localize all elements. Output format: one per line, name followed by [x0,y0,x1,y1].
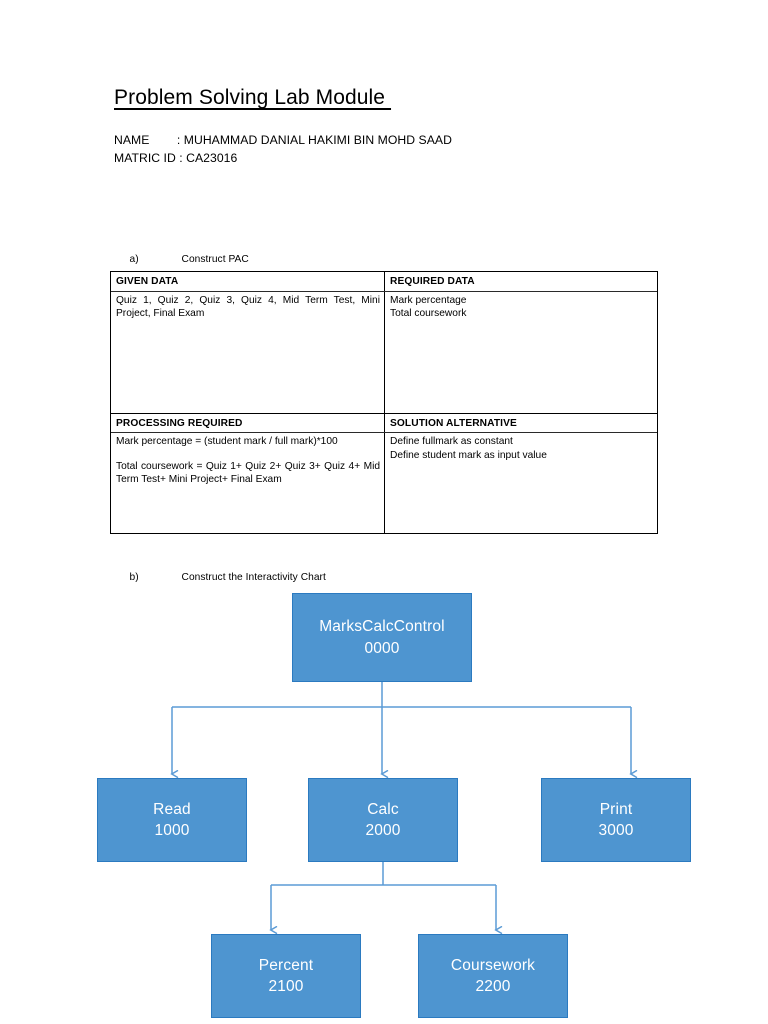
student-name-line: NAME : MUHAMMAD DANIAL HAKIMI BIN MOHD S… [114,133,452,147]
pac-header-required-data: REQUIRED DATA [390,276,475,287]
pac-header-row-top: GIVEN DATA REQUIRED DATA [111,272,657,292]
solution-alternative-line-1: Define fullmark as constant [390,436,513,448]
pac-cell-required-data: Mark percentage Total coursework [385,292,657,413]
chart-node-read[interactable]: Read 1000 [97,778,247,862]
pac-header-row-bottom: PROCESSING REQUIRED SOLUTION ALTERNATIVE [111,412,657,434]
pac-header-solution-alternative: SOLUTION ALTERNATIVE [390,417,517,429]
chart-node-read-code: 1000 [154,822,190,839]
section-text-b: Construct the Interactivity Chart [181,572,326,583]
chart-node-percent[interactable]: Percent 2100 [211,934,361,1018]
solution-alternative-line-2: Define student mark as input value [390,449,547,461]
chart-node-print[interactable]: Print 3000 [541,778,691,862]
chart-node-root[interactable]: MarksCalcControl 0000 [292,593,472,682]
chart-node-percent-code: 2100 [268,978,304,995]
chart-node-root-code: 0000 [364,639,400,657]
section-marker-b: b) [129,572,139,583]
chart-node-percent-label: Percent [258,956,314,974]
pac-header-given-data: GIVEN DATA [111,272,385,291]
chart-node-calc-code: 2000 [365,822,401,839]
pac-table: GIVEN DATA REQUIRED DATA Quiz 1, Quiz 2,… [110,271,658,535]
chart-node-read-label: Read [153,800,191,818]
chart-node-calc-label: Calc [367,800,399,818]
given-data-text: Quiz 1, Quiz 2, Quiz 3, Quiz 4, Mid Term… [116,294,380,320]
pac-cell-given-data: Quiz 1, Quiz 2, Quiz 3, Quiz 4, Mid Term… [111,291,385,413]
required-data-line-1: Mark percentage [390,294,467,306]
chart-node-calc[interactable]: Calc 2000 [308,778,458,862]
paragraph-spacer [116,449,380,460]
pac-cell-solution-alternative: Define fullmark as constant Define stude… [385,433,657,533]
pac-header-processing-required: PROCESSING REQUIRED [111,413,385,433]
chart-node-root-label: MarksCalcControl [319,618,445,636]
matric-id-line: MATRIC ID : CA23016 [114,151,238,165]
interactivity-chart: MarksCalcControl 0000 Read 1000 Calc 200… [0,588,768,1024]
chart-node-coursework-code: 2200 [475,978,511,995]
chart-node-coursework-label: Coursework [450,956,536,974]
section-marker-a: a) [129,254,139,265]
pac-cell-processing-required: Mark percentage = (student mark / full m… [111,433,385,534]
chart-node-coursework[interactable]: Coursework 2200 [418,934,568,1018]
page-title: Problem Solving Lab Module [114,86,392,109]
chart-node-print-code: 3000 [598,822,634,839]
section-text-a: Construct PAC [181,254,249,265]
section-label-b: b) Construct the Interactivity Chart [118,561,326,594]
chart-connectors [0,682,768,1024]
chart-node-print-label: Print [599,800,633,818]
section-label-a: a) Construct PAC [118,243,249,276]
processing-required-line-1: Mark percentage = (student mark / full m… [116,436,338,448]
required-data-line-2: Total coursework [390,308,467,320]
pac-body-row-bottom: Mark percentage = (student mark / full m… [111,433,657,534]
pac-body-row-top: Quiz 1, Quiz 2, Quiz 3, Quiz 4, Mid Term… [111,291,657,413]
processing-required-line-2: Total coursework = Quiz 1+ Quiz 2+ Quiz … [116,460,380,486]
